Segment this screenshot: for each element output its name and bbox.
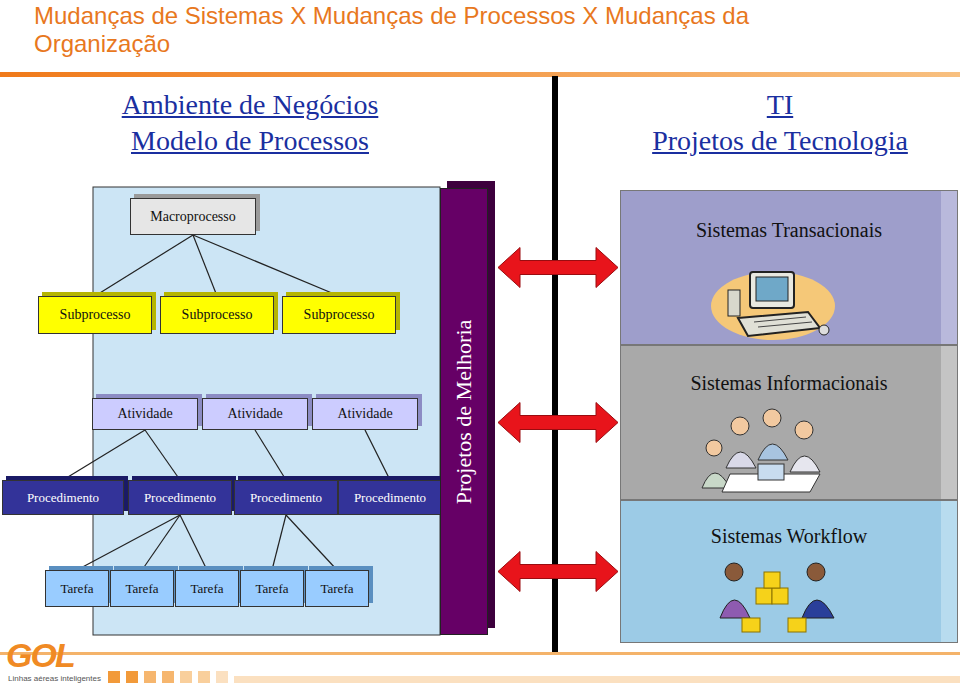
node-text: Atividade [337, 406, 392, 422]
tree-connector [255, 430, 286, 480]
footer-squares [108, 671, 960, 683]
node-text: Tarefa [60, 581, 93, 597]
task-box: Tarefa [175, 570, 239, 607]
subprocess-box: Subprocesso [160, 296, 274, 334]
tree-connector [193, 235, 339, 296]
node-text: Procedimento [27, 490, 99, 506]
logo-tagline: Linhas aéreas inteligentes [8, 674, 108, 683]
workflow-clipart [720, 563, 834, 632]
node-text: Macroprocesso [150, 209, 236, 225]
node-text: Subprocesso [60, 307, 131, 323]
procedure-box: Procedimento [2, 480, 124, 515]
node-text: Procedimento [144, 490, 216, 506]
node-text: Projetos de Melhoria [451, 319, 477, 504]
subprocess-box: Subprocesso [38, 296, 152, 334]
double-block-arrow [498, 403, 618, 443]
node-text: Tarefa [190, 581, 223, 597]
node-text: Tarefa [255, 581, 288, 597]
title-rule [0, 72, 960, 77]
procedure-box: Procedimento [338, 480, 442, 515]
tree-connector [95, 235, 193, 296]
task-box: Tarefa [45, 570, 109, 607]
node-text: Procedimento [354, 490, 426, 506]
tree-connector [142, 515, 180, 570]
tree-connector [180, 515, 207, 570]
tree-connector [145, 430, 180, 480]
double-block-arrow [498, 552, 618, 592]
heading-text: TI [600, 88, 960, 122]
footer-rule [0, 652, 960, 655]
logo-text: GOL [6, 636, 106, 675]
heading-text: Ambiente de Negócios [60, 88, 440, 122]
node-text: Subprocesso [182, 307, 253, 323]
tree-connector [365, 430, 390, 480]
double-block-arrow [498, 248, 618, 288]
node-text: Subprocesso [304, 307, 375, 323]
tree-connector [286, 515, 337, 570]
task-box: Tarefa [110, 570, 174, 607]
tree-connector [77, 515, 180, 570]
page-title: Mudanças de Sistemas X Mudanças de Proce… [34, 2, 864, 58]
macro-process-box: Macroprocesso [130, 198, 256, 235]
task-box: Tarefa [305, 570, 369, 607]
tree-connector [63, 430, 145, 480]
node-text: Tarefa [125, 581, 158, 597]
node-text: Sistemas Workflow [711, 525, 867, 548]
node-text: Atividade [227, 406, 282, 422]
node-text: Procedimento [250, 490, 322, 506]
subprocess-box: Subprocesso [282, 296, 396, 334]
activity-box: Atividade [202, 398, 308, 430]
heading-text: Modelo de Processos [60, 124, 440, 158]
activity-box: Atividade [92, 398, 198, 430]
computer-clipart [711, 272, 835, 340]
people-clipart [702, 409, 820, 492]
title-text: Mudanças de Sistemas X Mudanças de Proce… [34, 2, 749, 57]
node-text: Tarefa [320, 581, 353, 597]
improvement-bar: Projetos de Melhoria [440, 188, 488, 635]
node-text: Sistemas Informacionais [690, 372, 887, 395]
tree-connector [272, 515, 286, 570]
task-box: Tarefa [240, 570, 304, 607]
heading-text: Projetos de Tecnologia [600, 124, 960, 158]
process-panel [93, 187, 440, 635]
node-text: Sistemas Transacionais [696, 219, 882, 242]
activity-box: Atividade [312, 398, 418, 430]
node-text: Atividade [117, 406, 172, 422]
procedure-box: Procedimento [234, 480, 338, 515]
procedure-box: Procedimento [128, 480, 232, 515]
